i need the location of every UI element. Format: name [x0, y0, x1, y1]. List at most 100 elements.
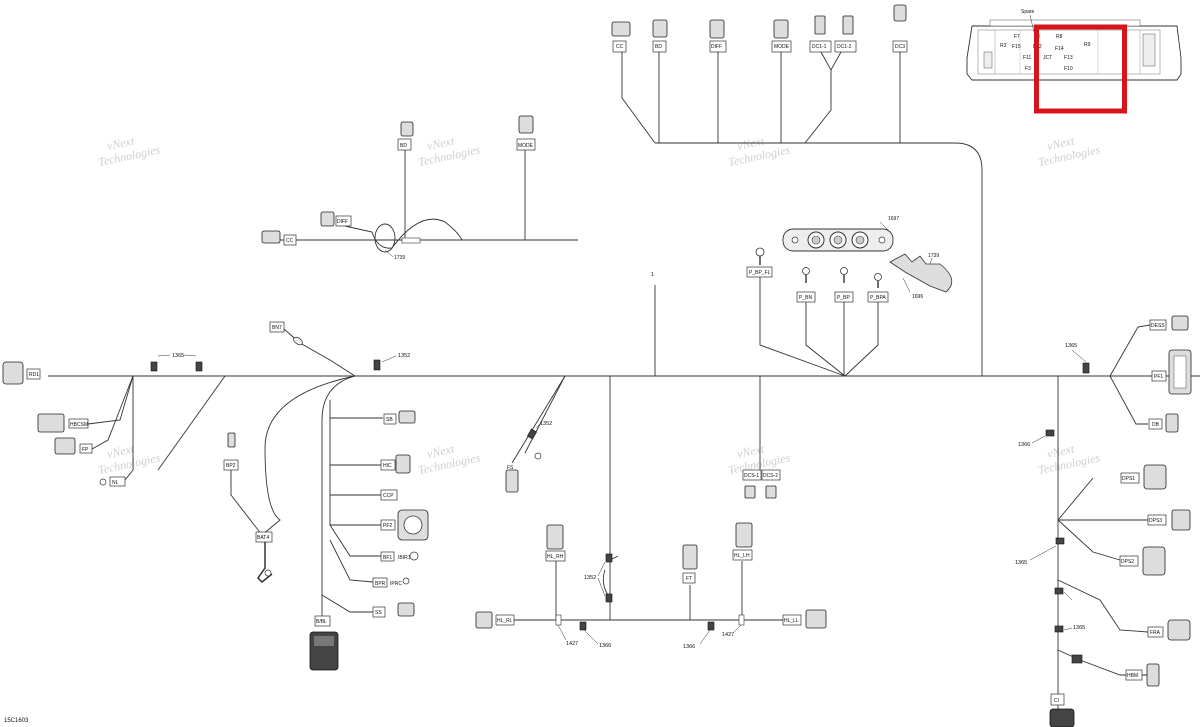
connector-bp2: BP2 [223, 432, 239, 471]
connector-db: DB [1148, 413, 1179, 433]
main-wires [48, 51, 1200, 377]
connector-ss: SS [372, 602, 415, 618]
svg-text:DESS: DESS [1151, 323, 1165, 329]
right-section: 1365 DESS PF1 DB 1366 [1015, 315, 1192, 727]
svg-text:DIFF: DIFF [337, 219, 348, 225]
fuse-box: Spare R3 F7 F8 R8 F15 F12 F14 R9 F11 JCT… [966, 9, 1182, 114]
connector-ci: CI [1049, 693, 1075, 727]
svg-text:PF2: PF2 [383, 523, 392, 529]
fuse-label-r8: R8 [1056, 34, 1063, 40]
svg-text:FRA: FRA [1150, 630, 1161, 636]
connector-bat: BAT4 [255, 531, 273, 543]
terminal-p-bn: P_BN [796, 267, 816, 303]
connector-dc1-2: DC1-2 [834, 15, 857, 53]
terminal-p-bp: P_BP [834, 267, 854, 303]
connector-nl: NL [99, 476, 126, 487]
fuse-label-jct: JCT [1043, 55, 1052, 61]
fuse-label-r3: R3 [1000, 43, 1007, 49]
svg-text:NL: NL [112, 480, 119, 486]
connector-hic: HIC [380, 454, 411, 474]
fuse-label-f11: F11 [1023, 55, 1031, 61]
svg-text:HL_RL: HL_RL [497, 618, 513, 624]
svg-text:BPR: BPR [375, 581, 386, 587]
svg-text:vNext: vNext [1046, 133, 1076, 153]
ref-1365-right-b: 1365 [1015, 560, 1027, 566]
svg-text:HIC: HIC [383, 463, 392, 469]
svg-text:FT: FT [686, 576, 692, 582]
svg-text:FS: FS [507, 465, 514, 471]
svg-text:MODE: MODE [518, 143, 534, 149]
svg-text:DIFF: DIFF [711, 44, 722, 50]
ref-1352-mid: 1352 [540, 421, 552, 427]
connector-hbcsm: HBCSM [37, 413, 89, 433]
connector-bpr: BPR IPRC [372, 577, 410, 588]
svg-text:P_BP: P_BP [837, 295, 850, 301]
fuse-label-f15: F15 [1012, 44, 1021, 50]
fuse-label-r9: R9 [1084, 42, 1091, 48]
ref-1427-a: 1427 [566, 641, 578, 647]
svg-text:HBM: HBM [1127, 673, 1138, 679]
connector-ft: FT [682, 544, 698, 584]
connector-fp: FP [54, 437, 93, 455]
svg-text:HBCSM: HBCSM [70, 422, 88, 428]
svg-text:HL_LL: HL_LL [784, 618, 799, 624]
connector-mode-sub: MODE [516, 115, 536, 151]
connector-hl-lh: HL_LH [732, 522, 753, 561]
svg-text:HL_RH: HL_RH [547, 554, 564, 560]
svg-text:DCS-2: DCS-2 [763, 473, 778, 479]
connector-bd-top: BD [652, 19, 668, 53]
ref-1697: 1697 [888, 216, 899, 222]
top-connectors: CC BD DIFF MODE DC1-1 DC1-2 [611, 4, 908, 53]
ref-1739-center: 1739 [928, 253, 939, 259]
sub-harness: 1739 BD MODE DIFF CC [261, 115, 578, 261]
svg-text:CI: CI [1054, 698, 1059, 704]
watermark: vNext Technologies [417, 441, 482, 477]
watermark: vNext Technologies [97, 133, 162, 169]
fuse-label-f7: F7 [1014, 34, 1020, 40]
connector-dps2: DPS2 [1119, 546, 1166, 576]
connector-rd1: RD1 [2, 361, 41, 385]
svg-text:DB: DB [1152, 422, 1160, 428]
svg-text:BD: BD [655, 44, 662, 50]
connector-bd-sub: BD [397, 121, 414, 151]
ref-1365-right-c: 1365 [1073, 625, 1085, 631]
svg-text:HL_LH: HL_LH [734, 553, 750, 559]
connector-bn7: BN7 [269, 321, 285, 333]
watermark: vNext Technologies [727, 133, 792, 169]
ref-1366-a: 1366 [599, 643, 611, 649]
document-code: 15C1603 [4, 718, 29, 724]
svg-text:BD: BD [400, 143, 407, 149]
watermark: vNext Technologies [417, 133, 482, 169]
fuse-highlight-frame [1034, 24, 1127, 114]
fuse-label-f3: F3 [1025, 66, 1031, 72]
svg-text:P_BP_FL: P_BP_FL [749, 270, 771, 276]
fuse-label-f10: F10 [1064, 66, 1073, 72]
svg-text:PF1: PF1 [1154, 374, 1163, 380]
svg-text:vNext: vNext [426, 133, 456, 153]
connector-dps3: DPS3 [1147, 509, 1191, 531]
svg-text:P_BPA: P_BPA [870, 295, 886, 301]
connector-dc3: DC3 [892, 4, 908, 53]
connector-bvbl: B/BL [309, 615, 339, 671]
svg-text:CC: CC [616, 44, 624, 50]
svg-text:BAT4: BAT4 [257, 535, 269, 541]
connector-dc1-1: DC1-1 [809, 15, 832, 53]
svg-text:DPS2: DPS2 [1121, 559, 1134, 565]
svg-text:IPRC: IPRC [390, 581, 402, 587]
connector-fra: FRA [1147, 619, 1191, 641]
connector-hbm: HBM [1125, 663, 1160, 687]
svg-text:SB: SB [386, 417, 393, 423]
svg-text:vNext: vNext [736, 441, 766, 461]
watermark: vNext Technologies [1037, 441, 1102, 477]
ref-1366-b: 1366 [683, 644, 695, 650]
left-section: RD1 1365 1352 HBCSM FP NL [2, 321, 410, 584]
middle-section: 1352 FS HL_RH HL_LH HL_RL HL_LL [475, 375, 827, 650]
watermark: vNext Technologies [1037, 133, 1102, 169]
connector-dps1: DPS1 [1120, 464, 1167, 490]
svg-text:BN7: BN7 [272, 325, 282, 331]
ref-1365-left: 1365 [172, 353, 184, 359]
sub-harness-ref: 1739 [394, 255, 405, 261]
connector-fs: FS [505, 465, 519, 493]
svg-text:vNext: vNext [106, 133, 136, 153]
